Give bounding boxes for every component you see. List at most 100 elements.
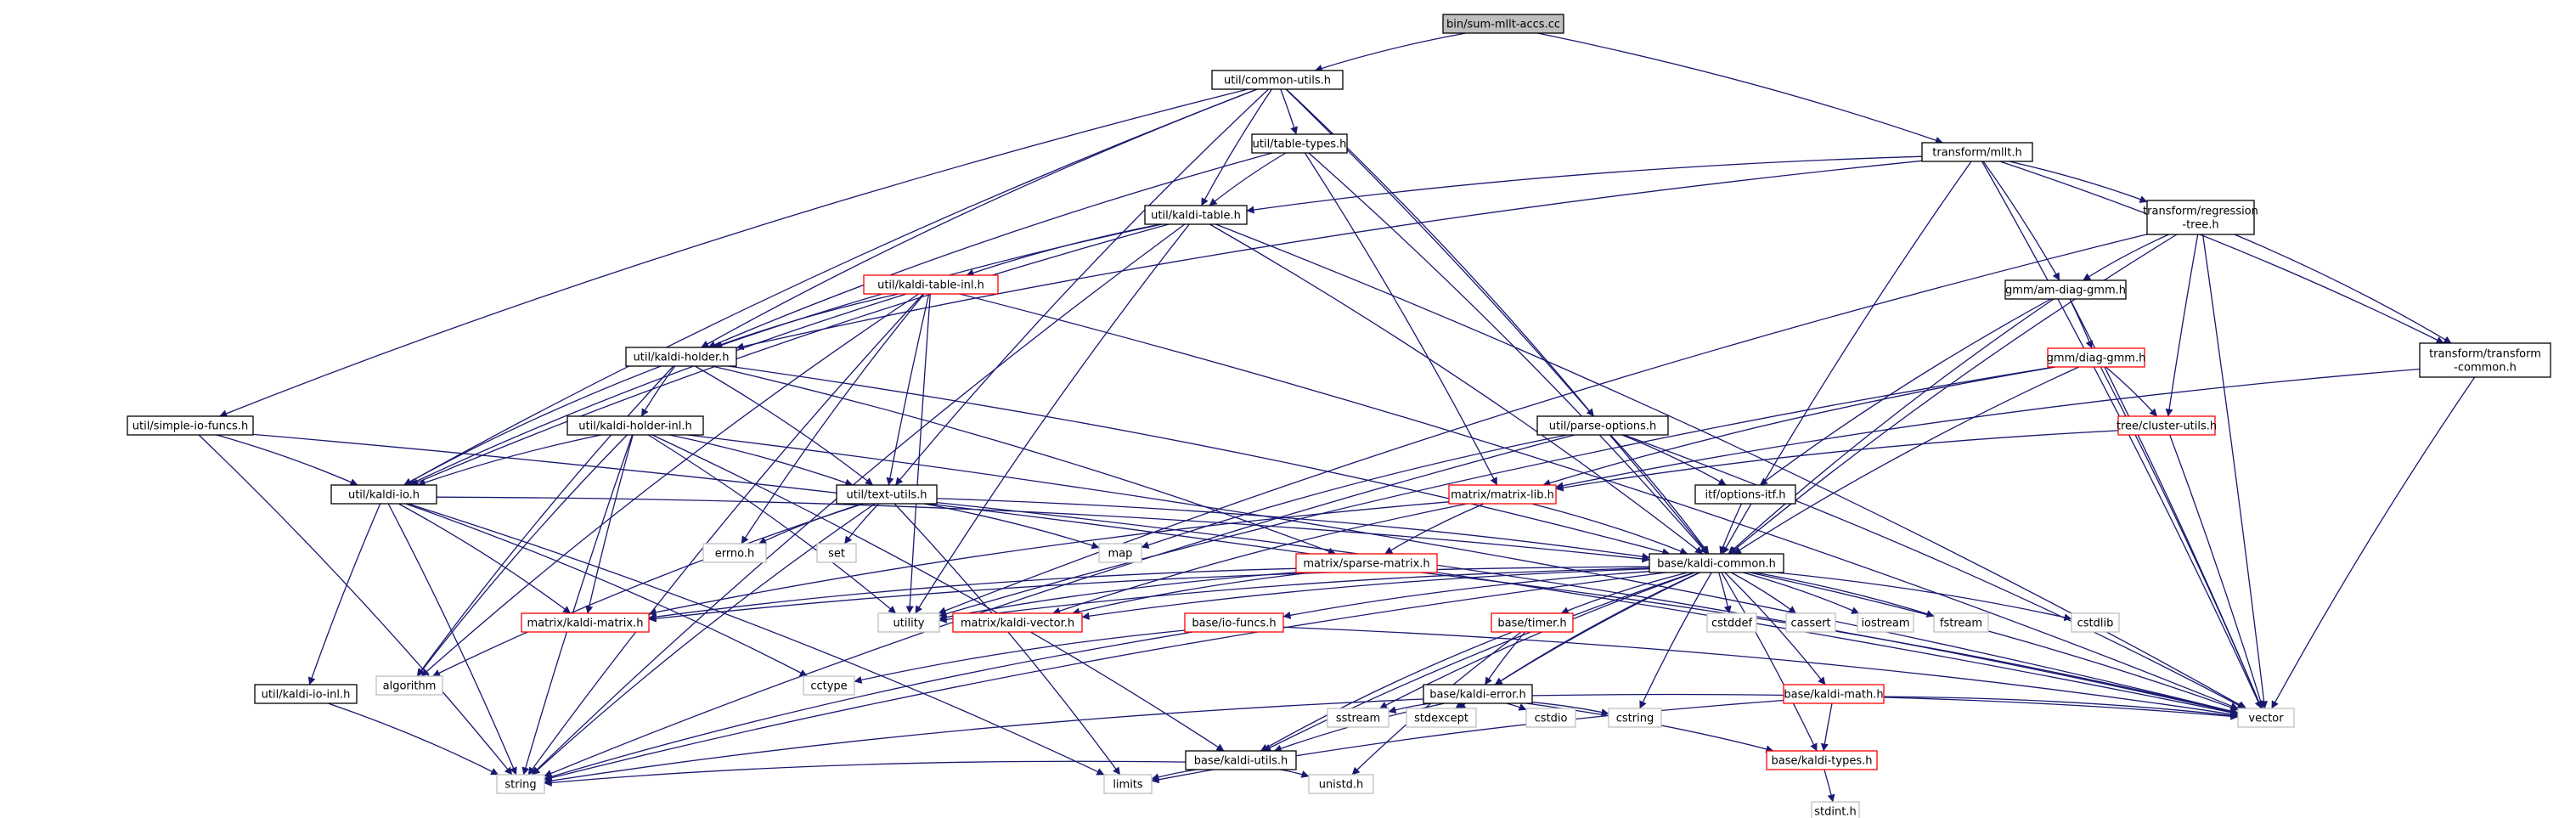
edge-matrix-lib-to-sparse-matrix: [1384, 503, 1485, 555]
node-unistd: unistd.h: [1308, 774, 1374, 794]
node-kaldi-table-inl[interactable]: util/kaldi-table-inl.h: [863, 274, 999, 295]
edge-text-utils-to-algorithm: [432, 503, 864, 677]
edge-text-utils-to-set: [843, 503, 880, 544]
edge-cluster-utils-to-vector: [2169, 434, 2265, 709]
edge-kaldi-io-to-kaldi-matrix: [397, 503, 572, 614]
node-label: gmm/am-diag-gmm.h: [2005, 285, 2126, 297]
edge-common-utils-to-table-types: [1280, 88, 1298, 135]
edge-transform-common-to-matrix-lib: [1555, 368, 2421, 490]
node-cstring: cstring: [1608, 708, 1662, 728]
edge-kaldi-io-to-cctype: [405, 503, 808, 677]
node-label: util/kaldi-holder.h: [634, 352, 730, 364]
node-table-types[interactable]: util/table-types.h: [1251, 133, 1348, 154]
node-text-utils[interactable]: util/text-utils.h: [836, 484, 938, 505]
node-box: [1295, 553, 1438, 573]
edge-diag-gmm-to-kaldi-common: [1733, 366, 2079, 555]
edge-diag-gmm-to-vector: [2100, 366, 2263, 709]
node-regression-tree[interactable]: transform/regression-tree.h: [2143, 200, 2258, 235]
node-kaldi-utils[interactable]: base/kaldi-utils.h: [1185, 750, 1297, 770]
node-box: [863, 274, 999, 295]
node-label: matrix/kaldi-vector.h: [961, 618, 1074, 630]
dependency-nodes: bin/sum-mllt-accs.cc util/common-utils.h t…: [127, 14, 2551, 818]
node-kaldi-common[interactable]: base/kaldi-common.h: [1649, 553, 1784, 573]
edge-simple-io-funcs-to-string: [198, 434, 513, 776]
edge-kaldi-io-to-kaldi-common: [436, 496, 1650, 563]
node-matrix-lib[interactable]: matrix/matrix-lib.h: [1448, 484, 1557, 505]
node-box: [1766, 750, 1878, 770]
node-kaldi-types[interactable]: base/kaldi-types.h: [1766, 750, 1878, 770]
node-mllt[interactable]: transform/mllt.h: [1921, 142, 2033, 162]
edge-sparse-matrix-to-kaldi-matrix: [648, 567, 1297, 621]
edge-kaldi-common-to-kaldi-vector: [1081, 568, 1650, 620]
edge-kaldi-holder-inl-to-vector: [687, 434, 2239, 715]
node-sstream: sstream: [1327, 708, 1389, 728]
node-cctype: cctype: [803, 675, 855, 696]
node-common-utils[interactable]: util/common-utils.h: [1211, 70, 1344, 90]
node-transform-common[interactable]: transform/transform-common.h: [2419, 342, 2551, 378]
node-algorithm: algorithm: [375, 675, 443, 696]
edge-kaldi-error-to-string: [544, 698, 1424, 785]
node-label: stdint.h: [1814, 806, 1856, 818]
node-box: [1103, 774, 1153, 794]
node-label: util/kaldi-io-inl.h: [262, 689, 351, 702]
node-label: limits: [1113, 779, 1143, 792]
node-label: util/kaldi-table-inl.h: [877, 279, 984, 292]
node-label: util/kaldi-table.h: [1151, 210, 1241, 223]
node-map: map: [1098, 543, 1142, 563]
node-kaldi-error[interactable]: base/kaldi-error.h: [1423, 684, 1533, 704]
node-diag-gmm[interactable]: gmm/diag-gmm.h: [2047, 347, 2146, 368]
edge-io-funcs-to-string: [544, 631, 1193, 781]
node-io-funcs[interactable]: base/io-funcs.h: [1184, 612, 1284, 633]
node-root[interactable]: bin/sum-mllt-accs.cc: [1442, 14, 1564, 34]
node-box: [1783, 684, 1885, 704]
edge-kaldi-table-inl-to-string: [527, 293, 924, 776]
node-label: matrix/kaldi-matrix.h: [527, 618, 644, 630]
edge-kaldi-holder-inl-to-kaldi-io: [417, 434, 601, 487]
node-label: util/common-utils.h: [1224, 75, 1331, 87]
node-kaldi-table[interactable]: util/kaldi-table.h: [1144, 205, 1248, 225]
node-box: [1694, 484, 1796, 505]
node-label: transform/regression: [2143, 206, 2258, 218]
node-am-diag-gmm[interactable]: gmm/am-diag-gmm.h: [2004, 279, 2127, 300]
edge-kaldi-table-to-kaldi-common: [1209, 223, 1703, 555]
edge-kaldi-holder-to-kaldi-common: [728, 365, 1671, 556]
edge-kaldi-io-inl-to-string: [328, 702, 499, 776]
node-box: [2004, 279, 2127, 300]
node-kaldi-holder-inl[interactable]: util/kaldi-holder-inl.h: [566, 415, 704, 436]
edge-transform-common-to-vector: [2271, 376, 2476, 709]
edge-root-to-common-utils: [1314, 32, 1466, 72]
node-box: [254, 684, 358, 704]
node-label: base/kaldi-types.h: [1772, 755, 1873, 768]
node-errno: errno.h: [702, 543, 767, 563]
node-kaldi-vector[interactable]: matrix/kaldi-vector.h: [952, 612, 1083, 633]
node-set: set: [816, 543, 857, 563]
node-kaldi-math[interactable]: base/kaldi-math.h: [1783, 684, 1885, 704]
node-sparse-matrix[interactable]: matrix/sparse-matrix.h: [1295, 553, 1438, 573]
node-options-itf[interactable]: itf/options-itf.h: [1694, 484, 1796, 505]
edge-text-utils-to-vector: [936, 501, 2239, 716]
edge-kaldi-common-to-iostream: [1743, 572, 1860, 614]
node-cluster-utils[interactable]: tree/cluster-utils.h: [2117, 415, 2217, 436]
node-label: cstring: [1616, 713, 1654, 725]
edge-table-types-to-kaldi-common: [1308, 152, 1708, 555]
node-box: [1811, 801, 1860, 818]
node-box: [1442, 14, 1564, 34]
node-kaldi-io[interactable]: util/kaldi-io.h: [330, 484, 437, 505]
edge-kaldi-table-inl-to-utility: [905, 293, 931, 614]
node-parse-options[interactable]: util/parse-options.h: [1536, 415, 1669, 436]
node-simple-io-funcs[interactable]: util/simple-io-funcs.h: [127, 415, 254, 436]
edge-regression-tree-to-transform-common: [2234, 234, 2452, 344]
node-label: bin/sum-mllt-accs.cc: [1446, 19, 1560, 31]
node-kaldi-matrix[interactable]: matrix/kaldi-matrix.h: [521, 612, 650, 633]
node-box: [2117, 415, 2216, 436]
edge-kaldi-io-to-kaldi-io-inl: [307, 503, 381, 685]
edge-kaldi-common-to-vector: [1749, 572, 2239, 712]
node-kaldi-io-inl[interactable]: util/kaldi-io-inl.h: [254, 684, 358, 704]
node-box: [1706, 612, 1757, 633]
node-label: util/kaldi-io.h: [348, 489, 420, 502]
edge-kaldi-holder-inl-to-string: [521, 434, 634, 776]
node-kaldi-holder[interactable]: util/kaldi-holder.h: [625, 347, 737, 367]
edge-text-utils-to-kaldi-common: [936, 498, 1650, 561]
edge-kaldi-holder-to-algorithm: [416, 365, 674, 677]
node-timer[interactable]: base/timer.h: [1491, 612, 1574, 633]
